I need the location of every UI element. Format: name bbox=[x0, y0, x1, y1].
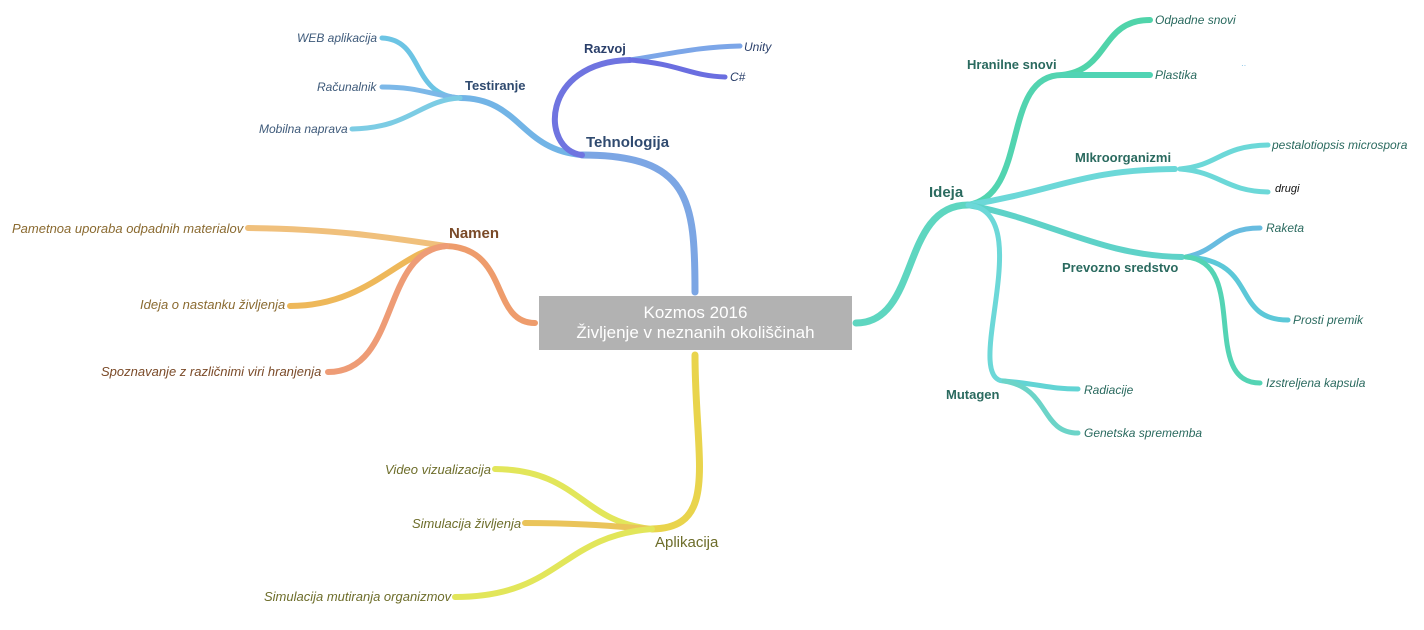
link-center-tehnologija bbox=[578, 151, 699, 296]
node-csharp[interactable]: C# bbox=[730, 70, 746, 84]
link-tehnologija-testiranje bbox=[457, 95, 585, 158]
node-mutagen[interactable]: Mutagen bbox=[946, 387, 1000, 402]
link-prevozno-raketa bbox=[1183, 225, 1263, 260]
node-plastika[interactable]: Plastika bbox=[1155, 68, 1198, 82]
link-ideja-prevozno bbox=[965, 202, 1185, 260]
link-ideja-mutagen bbox=[965, 202, 1007, 384]
node-testiranje[interactable]: Testiranje bbox=[465, 78, 526, 93]
node-radiacije[interactable]: Radiacije bbox=[1084, 383, 1134, 397]
node-web-aplikacija[interactable]: WEB aplikacija bbox=[297, 31, 378, 45]
node-pestalotiopsis[interactable]: pestalotiopsis microspora bbox=[1272, 138, 1408, 152]
node-prosti-premik[interactable]: Prosti premik bbox=[1293, 313, 1364, 327]
link-center-ideja bbox=[852, 201, 972, 327]
link-center-namen bbox=[443, 243, 538, 326]
link-razvoj-unity bbox=[627, 43, 743, 63]
central-topic-line2: Življenje v neznanih okoliščinah bbox=[576, 323, 815, 342]
node-spoznavanje[interactable]: Spoznavanje z različnimi viri hranjenja bbox=[101, 364, 322, 379]
link-mikro-pestalotiopsis bbox=[1177, 142, 1271, 172]
central-topic[interactable]: Kozmos 2016 Življenje v neznanih okolišč… bbox=[539, 296, 852, 350]
node-drugi[interactable]: drugi bbox=[1275, 183, 1300, 195]
link-center-aplikacija bbox=[648, 351, 703, 533]
link-mikro-drugi bbox=[1177, 166, 1271, 195]
node-pametnoa-uporaba[interactable]: Pametnoa uporaba odpadnih materialov bbox=[12, 221, 244, 236]
node-tehnologija[interactable]: Tehnologija bbox=[586, 134, 670, 151]
node-simulacija-zivljenja[interactable]: Simulacija življenja bbox=[412, 516, 522, 531]
node-izstreljena-kapsula[interactable]: Izstreljena kapsula bbox=[1266, 376, 1366, 390]
link-prevozno-izstreljena bbox=[1183, 254, 1263, 386]
node-hranilne-snovi[interactable]: Hranilne snovi bbox=[967, 57, 1057, 72]
node-mikroorganizmi[interactable]: MIkroorganizmi bbox=[1075, 150, 1172, 165]
node-prevozno-sredstvo[interactable]: Prevozno sredstvo bbox=[1062, 260, 1179, 275]
link-testiranje-racunalnik bbox=[379, 84, 463, 101]
node-racunalnik[interactable]: Računalnik bbox=[317, 80, 377, 94]
node-ideja-nastanek[interactable]: Ideja o nastanku življenja bbox=[140, 297, 286, 312]
link-mutagen-genetska bbox=[1001, 378, 1081, 436]
link-namen-pametnoa bbox=[245, 225, 449, 249]
link-namen-spoznavanje bbox=[325, 243, 449, 375]
node-simulacija-mutiranja[interactable]: Simulacija mutiranja organizmov bbox=[264, 589, 452, 604]
node-raketa[interactable]: Raketa bbox=[1266, 221, 1305, 235]
node-ideja[interactable]: Ideja bbox=[929, 184, 964, 201]
link-ideja-hranilne bbox=[965, 72, 1065, 208]
link-aplikacija-mutiranje bbox=[452, 526, 655, 600]
node-aplikacija[interactable]: Aplikacija bbox=[655, 534, 719, 551]
link-razvoj-csharp bbox=[627, 57, 728, 80]
link-prevozno-prosti bbox=[1183, 254, 1291, 323]
node-unity[interactable]: Unity bbox=[744, 40, 772, 54]
node-namen[interactable]: Namen bbox=[449, 225, 500, 242]
node-mobilna-naprava[interactable]: Mobilna naprava bbox=[259, 122, 348, 136]
link-hranilne-odpadne bbox=[1059, 17, 1153, 78]
link-ideja-mikroorganizmi bbox=[965, 166, 1178, 208]
link-aplikacija-simulacija bbox=[522, 520, 655, 532]
ellipsis-icon: ·· bbox=[1241, 61, 1247, 70]
central-topic-line1: Kozmos 2016 bbox=[643, 303, 748, 322]
node-video-vizualizacija[interactable]: Video vizualizacija bbox=[385, 462, 491, 477]
link-tehnologija-razvoj bbox=[551, 57, 633, 158]
node-razvoj[interactable]: Razvoj bbox=[584, 41, 626, 56]
node-odpadne-snovi[interactable]: Odpadne snovi bbox=[1155, 13, 1236, 27]
node-genetska-sprememba[interactable]: Genetska sprememba bbox=[1084, 426, 1203, 440]
link-testiranje-mobilna bbox=[349, 95, 463, 132]
